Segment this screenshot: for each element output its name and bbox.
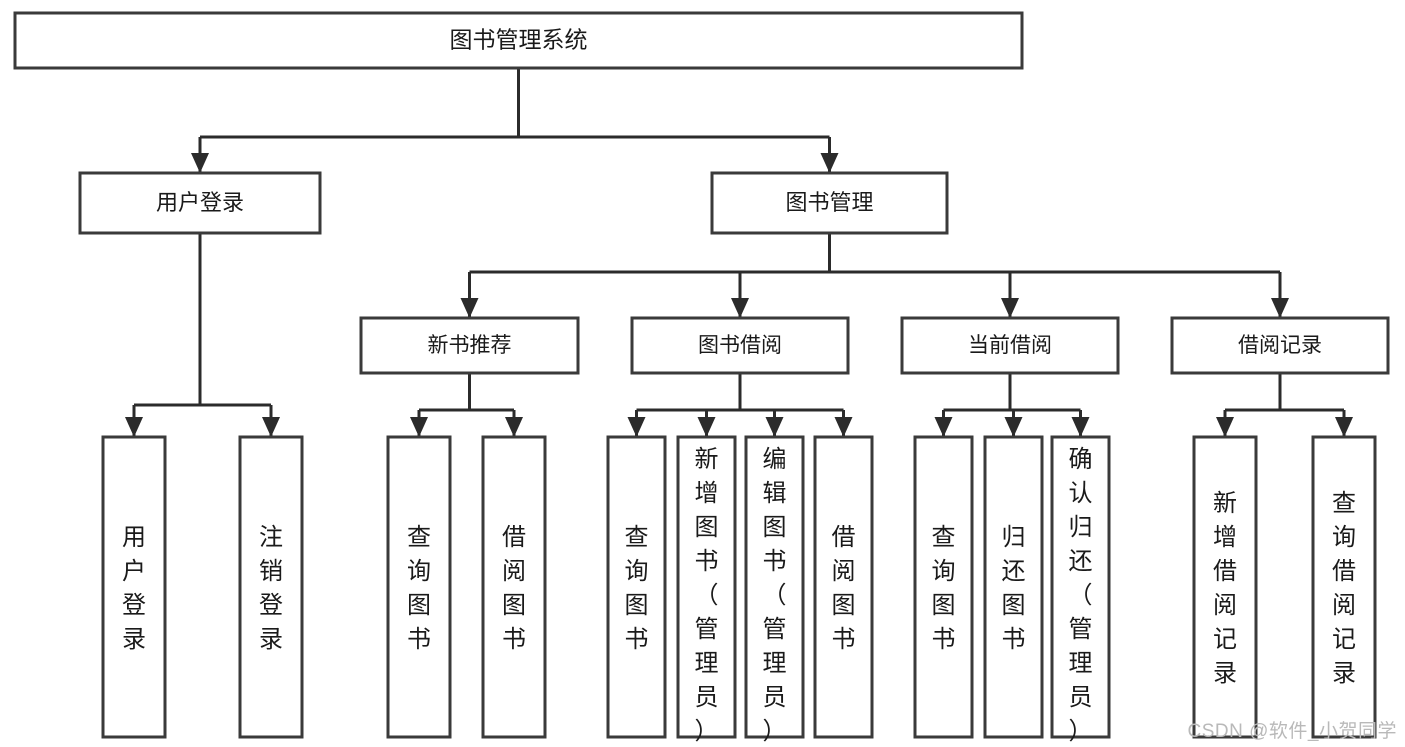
leaf-node-label: 查询借阅记录 — [1332, 490, 1356, 687]
arrowhead-icon — [697, 417, 716, 437]
root-node-rect[interactable] — [13, 11, 1024, 70]
level2-node-2-rect[interactable] — [900, 316, 1120, 375]
root-node-label: 图书管理系统 — [450, 27, 588, 53]
arrowhead-icon — [125, 417, 143, 437]
level2-node-3-rect[interactable] — [1170, 316, 1390, 375]
level2-node-0[interactable]: 新书推荐 — [359, 316, 580, 375]
leaf-node-label: 查询图书 — [932, 524, 956, 653]
leaf-node-label: 注销登录 — [259, 524, 283, 653]
root-node[interactable]: 图书管理系统 — [13, 11, 1024, 70]
leaf-node[interactable]: 借阅图书 — [481, 435, 547, 739]
leaf-node[interactable]: 查询图书 — [606, 435, 667, 739]
arrowhead-icon — [834, 417, 853, 437]
leaf-node-rect[interactable] — [813, 435, 874, 739]
level1-node-0-rect[interactable] — [78, 171, 322, 235]
level1-node-1-rect[interactable] — [710, 171, 949, 235]
leaf-node[interactable]: 查询借阅记录 — [1311, 435, 1377, 739]
level2-node-1-label: 图书借阅 — [698, 334, 782, 357]
leaf-node-label: 归还图书 — [1002, 524, 1026, 653]
arrowhead-icon — [731, 298, 749, 318]
leaf-node[interactable]: 编辑图书（管理员） — [744, 435, 805, 745]
arrowhead-icon — [460, 298, 479, 318]
leaf-node-rect[interactable] — [606, 435, 667, 739]
leaf-node-label: 借阅图书 — [502, 524, 526, 653]
leaf-node-rect[interactable] — [386, 435, 452, 739]
leaf-node-rect[interactable] — [101, 435, 167, 739]
arrowhead-icon — [765, 417, 784, 437]
leaf-node-label: 用户登录 — [122, 524, 146, 653]
watermark-text: CSDN @软件_小贺同学 — [1187, 721, 1397, 742]
arrowhead-icon — [934, 417, 953, 437]
level1-node-0-label: 用户登录 — [156, 190, 244, 215]
leaf-node-label: 借阅图书 — [832, 524, 856, 653]
arrowhead-icon — [1335, 417, 1353, 437]
level2-node-2-label: 当前借阅 — [968, 334, 1052, 357]
level1-node-1[interactable]: 图书管理 — [710, 171, 949, 235]
leaf-node-rect[interactable] — [913, 435, 974, 739]
node-layer: 图书管理系统用户登录图书管理新书推荐图书借阅当前借阅借阅记录用户登录注销登录查询… — [13, 11, 1390, 745]
level2-node-0-rect[interactable] — [359, 316, 580, 375]
arrowhead-icon — [627, 417, 646, 437]
leaf-node-label: 新增借阅记录 — [1213, 490, 1237, 687]
leaf-node-rect[interactable] — [676, 435, 737, 739]
arrowhead-icon — [1216, 417, 1234, 437]
arrowhead-icon — [505, 417, 523, 437]
arrowhead-icon — [410, 417, 428, 437]
leaf-node[interactable]: 借阅图书 — [813, 435, 874, 739]
level2-node-0-label: 新书推荐 — [428, 334, 512, 357]
leaf-node-label: 查询图书 — [407, 524, 431, 653]
leaf-node-label: 查询图书 — [625, 524, 649, 653]
leaf-node-label: 编辑图书（管理员） — [763, 446, 787, 745]
arrowhead-icon — [820, 153, 839, 173]
level2-node-2[interactable]: 当前借阅 — [900, 316, 1120, 375]
arrowhead-icon — [262, 417, 280, 437]
leaf-node[interactable]: 查询图书 — [386, 435, 452, 739]
leaf-node[interactable]: 归还图书 — [983, 435, 1044, 739]
leaf-node[interactable]: 新增借阅记录 — [1192, 435, 1258, 739]
arrowhead-icon — [1271, 298, 1289, 318]
leaf-node-rect[interactable] — [1192, 435, 1258, 739]
leaf-node-rect[interactable] — [1311, 435, 1377, 739]
leaf-node-rect[interactable] — [1050, 435, 1111, 739]
level2-node-3-label: 借阅记录 — [1238, 334, 1322, 357]
leaf-node[interactable]: 确认归还（管理员） — [1050, 435, 1111, 745]
arrowhead-icon — [1004, 417, 1023, 437]
arrowhead-icon — [1071, 417, 1090, 437]
level1-node-0[interactable]: 用户登录 — [78, 171, 322, 235]
connector-layer — [125, 68, 1353, 437]
leaf-node-rect[interactable] — [238, 435, 304, 739]
level2-node-3[interactable]: 借阅记录 — [1170, 316, 1390, 375]
arrowhead-icon — [191, 153, 209, 173]
level2-node-1-rect[interactable] — [630, 316, 850, 375]
level1-node-1-label: 图书管理 — [785, 190, 873, 215]
level2-node-1[interactable]: 图书借阅 — [630, 316, 850, 375]
leaf-node-label: 新增图书（管理员） — [695, 446, 719, 745]
leaf-node-rect[interactable] — [983, 435, 1044, 739]
leaf-node[interactable]: 新增图书（管理员） — [676, 435, 737, 745]
leaf-node[interactable]: 注销登录 — [238, 435, 304, 739]
leaf-node-label: 确认归还（管理员） — [1069, 446, 1093, 745]
leaf-node[interactable]: 用户登录 — [101, 435, 167, 739]
leaf-node-rect[interactable] — [481, 435, 547, 739]
leaf-node-rect[interactable] — [744, 435, 805, 739]
arrowhead-icon — [1001, 298, 1019, 318]
leaf-node[interactable]: 查询图书 — [913, 435, 974, 739]
